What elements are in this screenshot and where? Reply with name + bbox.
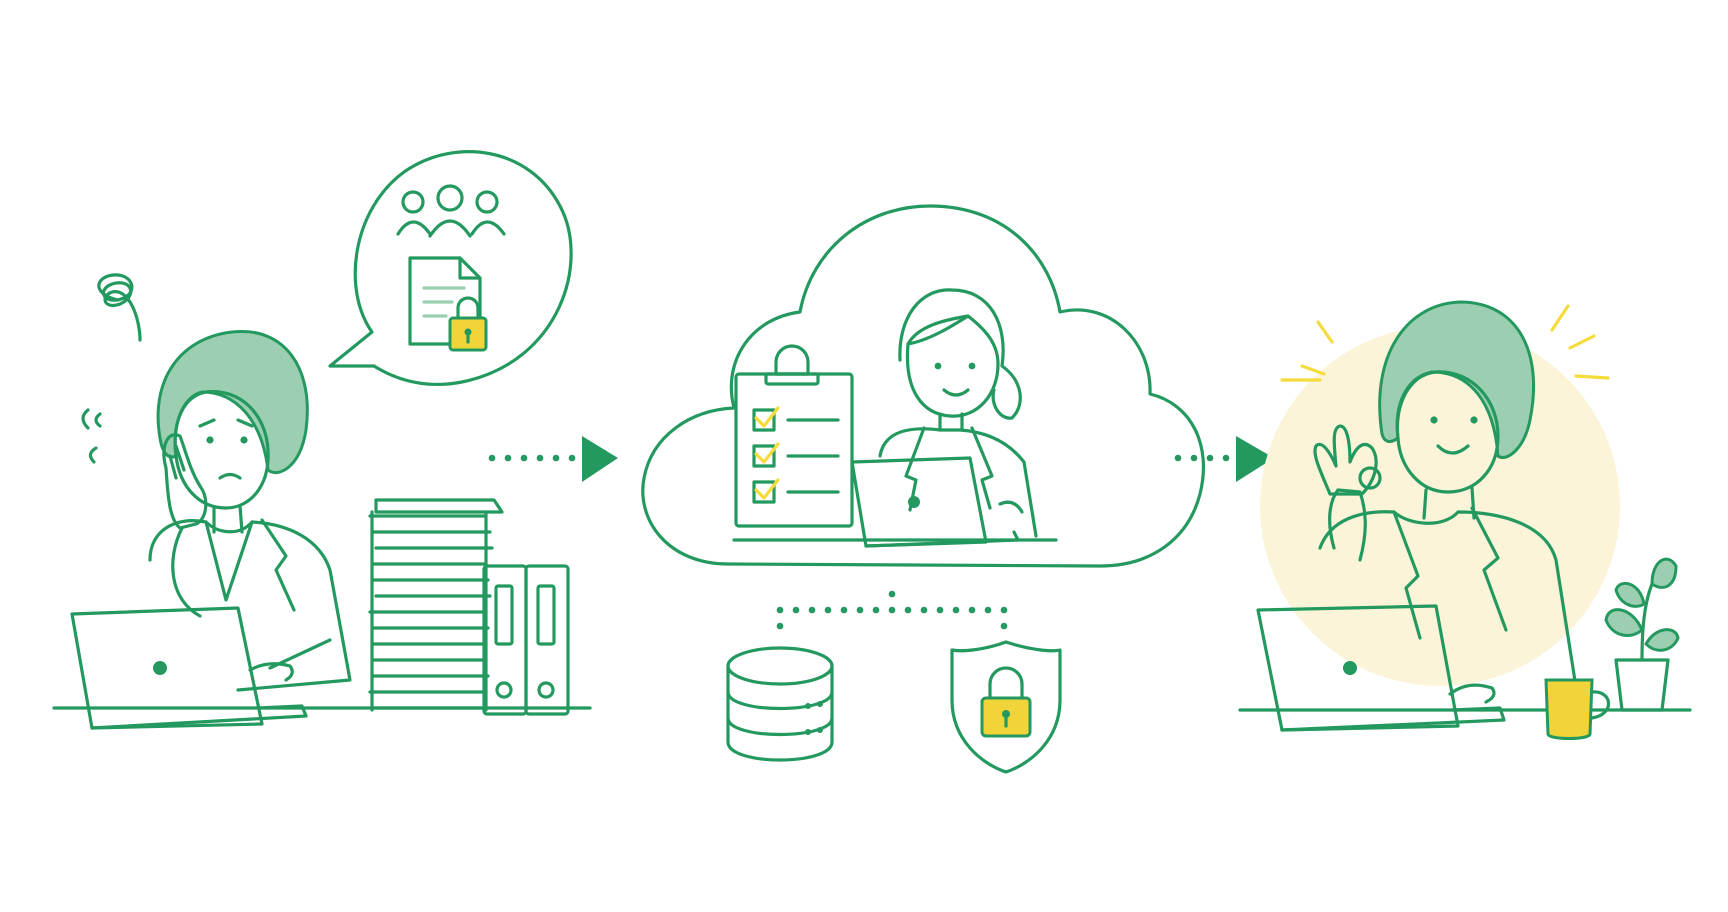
worried-mouth (218, 472, 242, 480)
eye (240, 436, 248, 444)
scene-before (52, 150, 618, 730)
smile (942, 388, 970, 397)
connector-dots (776, 590, 1008, 630)
checklist-clipboard-icon (734, 344, 854, 528)
eye (1430, 416, 1438, 424)
laptop-logo-icon (1343, 661, 1357, 675)
laptop-logo-icon (908, 496, 920, 508)
binders (482, 564, 570, 716)
sweat-mark-icon (88, 446, 98, 464)
happy-woman-face (1395, 370, 1500, 494)
working-woman-face (905, 314, 1000, 418)
ok-hand-icon (1313, 424, 1378, 496)
laptop-logo-icon (153, 661, 167, 675)
blazer-lapel (904, 426, 926, 512)
cloud-frame (641, 204, 1205, 568)
blazer-lapel (970, 426, 994, 510)
finger-line (168, 444, 186, 480)
laptop (70, 606, 308, 730)
flow-arrow-icon (488, 436, 618, 482)
working-woman-hair (898, 288, 1022, 420)
hand-on-keys (1448, 683, 1496, 704)
happy-woman-body (1318, 510, 1580, 702)
hand-on-keys (998, 500, 1024, 514)
blazer-lapel (1470, 506, 1508, 632)
hand-on-keys (268, 638, 332, 670)
eye (934, 362, 942, 370)
eye (1470, 416, 1478, 424)
speech-bubble (328, 150, 573, 386)
eye (968, 362, 976, 370)
neck (938, 412, 964, 432)
working-woman-body (878, 427, 1038, 538)
laptop (850, 456, 1020, 548)
scene-cloud (641, 204, 1274, 774)
shield-lock-icon (950, 640, 1062, 774)
paper-stack (368, 498, 504, 712)
ok-ring (1358, 466, 1382, 490)
blazer-lapel (204, 520, 254, 602)
worried-woman-hair (156, 329, 309, 475)
potted-plant (1604, 557, 1680, 712)
hair-bangs (906, 314, 970, 346)
worried-brow (198, 418, 216, 428)
people-group-icon (396, 184, 506, 238)
hand-on-keys (248, 662, 294, 682)
scene-after (1238, 300, 1692, 740)
worried-brow (236, 418, 254, 428)
locked-document-icon (408, 256, 488, 352)
flow-arrow-icon (1174, 436, 1274, 482)
eye (206, 436, 214, 444)
sweat-mark-icon (94, 412, 102, 428)
hand-on-cheek (162, 433, 208, 530)
raised-arm (1328, 488, 1367, 562)
sparkle-icon (1280, 304, 1610, 382)
worried-woman-body (148, 519, 352, 692)
smile (1436, 444, 1470, 455)
coffee-mug (1544, 678, 1611, 740)
stress-squiggle-icon (97, 273, 142, 342)
blazer-lapel (1392, 510, 1422, 640)
sweat-mark-icon (81, 408, 90, 430)
database-icon (726, 646, 834, 762)
blazer-lapel (260, 518, 296, 612)
arm (171, 526, 202, 618)
